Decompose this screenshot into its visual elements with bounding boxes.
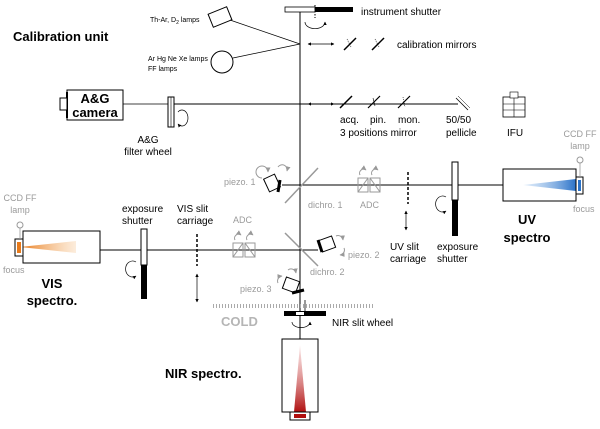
uv-exposure-shutter-open (451, 161, 459, 201)
piezo2-label: piezo. 2 (348, 250, 380, 260)
nir-slit-wheel (284, 311, 326, 316)
ifu-label: IFU (507, 128, 523, 139)
uv-exposure-shutter-label: exposure (437, 242, 479, 253)
svg-text:camera: camera (72, 105, 118, 120)
svg-text:spectro.: spectro. (27, 293, 78, 308)
arhgnexe-lamp-sphere (210, 50, 234, 74)
nir-spectro-label: NIR spectro. (165, 366, 242, 381)
vis-slit-carriage-label: VIS slit (177, 204, 208, 215)
instrument-shutter-blade (315, 7, 353, 12)
adc-vis (232, 230, 256, 258)
vis-ccd-ff-lamp (16, 221, 24, 239)
mon-label: mon. (398, 115, 420, 126)
thar-lamps-label: Th-Ar, D2 lamps (150, 17, 200, 26)
piezo-2-mirror (316, 235, 337, 253)
piezo-3-mirror (281, 276, 305, 295)
focus-vis-label: focus (3, 265, 25, 275)
thar-lamp-ray (229, 19, 301, 45)
ifu-unit (502, 91, 526, 118)
uv-spectrograph (502, 168, 584, 202)
three-positions-mirror-label: 3 positions mirror (340, 128, 417, 139)
svg-text:lamp: lamp (570, 141, 590, 151)
ag-camera-label: A&G (81, 91, 110, 106)
pellicle (455, 97, 469, 111)
ccd-ff-lamp-vis-label: CCD FF (4, 193, 37, 203)
calibration-unit-title: Calibration unit (13, 29, 109, 44)
uv-spectro-label: UV (518, 212, 536, 227)
cold-label: COLD (221, 314, 258, 329)
vis-exposure-shutter-label: exposure (122, 204, 164, 215)
thar-lamp-box (207, 6, 233, 28)
piezo-1-mirror (262, 173, 282, 193)
dichroic-2 (284, 232, 319, 267)
uv-exposure-shutter-blade (452, 200, 458, 236)
dichroic-1 (284, 167, 319, 204)
arhgnexe-lamps-label: Ar Hg Ne Xe lamps (148, 56, 208, 63)
ff-lamps-label: FF lamps (148, 66, 178, 73)
dichro1-label: dichro. 1 (308, 200, 343, 210)
nir-spectrograph (281, 338, 319, 421)
pin-label: pin. (370, 115, 386, 126)
instrument-shutter-label: instrument shutter (361, 7, 442, 18)
vis-exposure-shutter-open (140, 228, 148, 266)
svg-text:pellicle: pellicle (446, 128, 477, 139)
vis-spectro-label: VIS (42, 276, 63, 291)
calibration-mirror-2 (371, 37, 385, 51)
ccd-ff-lamp-uv-label: CCD FF (564, 129, 597, 139)
acq-mirror (339, 95, 353, 109)
focus-uv-label: focus (573, 204, 595, 214)
instrument-shutter-rotation-arrow (304, 21, 327, 30)
svg-text:filter wheel: filter wheel (124, 147, 172, 158)
ag-filter-wheel-label: A&G (137, 135, 158, 146)
uv-ccd-ff-lamp (576, 156, 584, 177)
svg-text:shutter: shutter (122, 216, 153, 227)
adc-uv (357, 165, 381, 193)
adc-uv-label: ADC (360, 200, 380, 210)
svg-text:spectro: spectro (504, 230, 551, 245)
acq-label: acq. (340, 115, 359, 126)
pellicle-label: 50/50 (446, 115, 471, 126)
svg-text:shutter: shutter (437, 254, 468, 265)
nir-slit-wheel-rotation-arrow (291, 321, 312, 328)
piezo3-label: piezo. 3 (240, 284, 272, 294)
svg-text:carriage: carriage (177, 216, 214, 227)
nir-slit-wheel-label: NIR slit wheel (332, 318, 393, 329)
calibration-mirrors-label: calibration mirrors (397, 40, 476, 51)
svg-text:lamp: lamp (10, 205, 30, 215)
uv-slit-carriage-label: UV slit (390, 242, 419, 253)
instrument-shutter-open (284, 6, 316, 13)
vis-spectrograph (14, 230, 101, 264)
monitor-mirror (397, 95, 411, 109)
vis-exposure-shutter-blade (141, 265, 147, 299)
piezo1-label: piezo. 1 (224, 177, 256, 187)
svg-text:carriage: carriage (390, 254, 427, 265)
ag-filter-wheel-rotation-arrow (177, 109, 189, 128)
calibration-mirror-1 (343, 37, 357, 51)
vis-exposure-shutter-rotation-arrow (125, 260, 137, 280)
uv-exposure-shutter-rotation-arrow (435, 195, 447, 215)
ag-camera-head (59, 97, 68, 111)
dichro2-label: dichro. 2 (310, 267, 345, 277)
arhgnexe-lamp-ray (232, 43, 301, 59)
adc-vis-label: ADC (233, 215, 253, 225)
